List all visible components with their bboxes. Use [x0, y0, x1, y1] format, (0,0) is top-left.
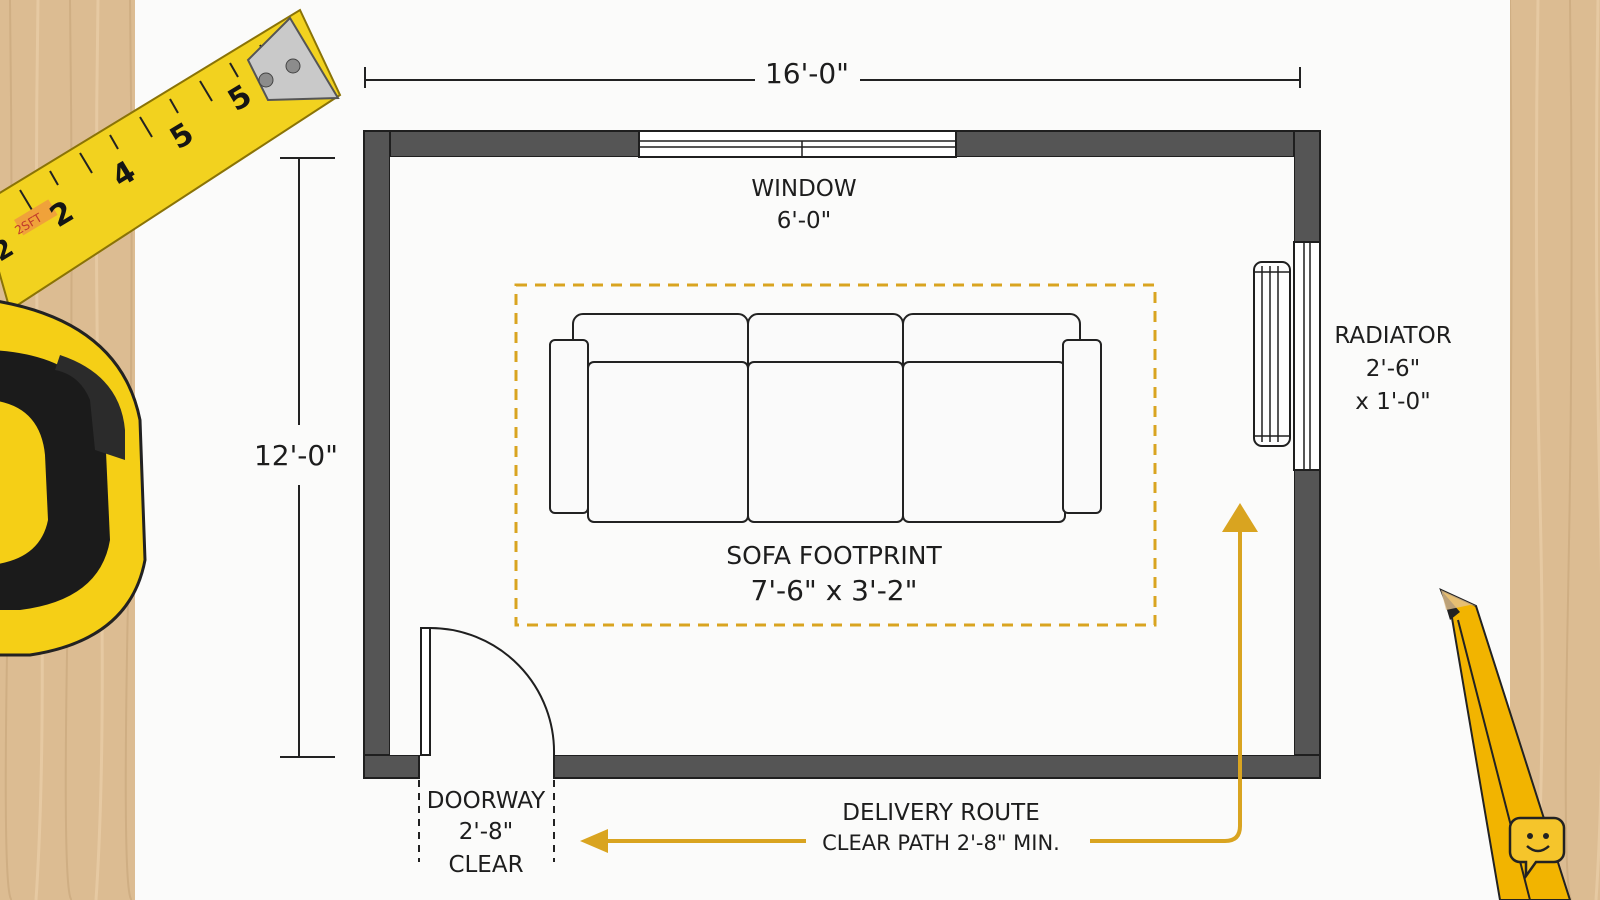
radiator-size-line2: x 1'-0"	[1355, 389, 1430, 415]
radiator-icon	[1253, 261, 1291, 447]
window-opening	[638, 130, 957, 158]
sofa-icon	[549, 313, 1102, 523]
height-dimension-label: 12'-0"	[254, 439, 338, 472]
tape-badge-bg	[14, 199, 58, 236]
radiator-label: RADIATOR	[1334, 323, 1451, 349]
sofa-footprint-outline	[514, 283, 1157, 627]
side-window	[1293, 241, 1321, 471]
delivery-route-arrow	[580, 503, 1258, 853]
sofa-size: 7'-6" x 3'-2"	[751, 574, 918, 607]
route-label: DELIVERY ROUTE	[842, 800, 1039, 826]
door-icon	[420, 627, 556, 756]
width-dimension: 16'-0"	[364, 57, 1301, 90]
smiley-chat-icon	[1508, 816, 1566, 880]
doorway-label: DOORWAY	[427, 788, 546, 814]
doorway-size: 2'-8"	[459, 819, 513, 845]
radiator-size-line1: 2'-6"	[1366, 356, 1420, 382]
window-size: 6'-0"	[777, 208, 831, 234]
width-dimension-label: 16'-0"	[765, 57, 849, 90]
route-note: CLEAR PATH 2'-8" MIN.	[822, 831, 1060, 855]
sofa-label: SOFA FOOTPRINT	[726, 541, 942, 570]
window-label: WINDOW	[751, 176, 856, 202]
height-dimension: 12'-0"	[254, 157, 338, 758]
doorway-note: CLEAR	[448, 852, 523, 878]
tape-measure-icon: 2 2SFT 2 4 5 5	[0, 8, 342, 657]
